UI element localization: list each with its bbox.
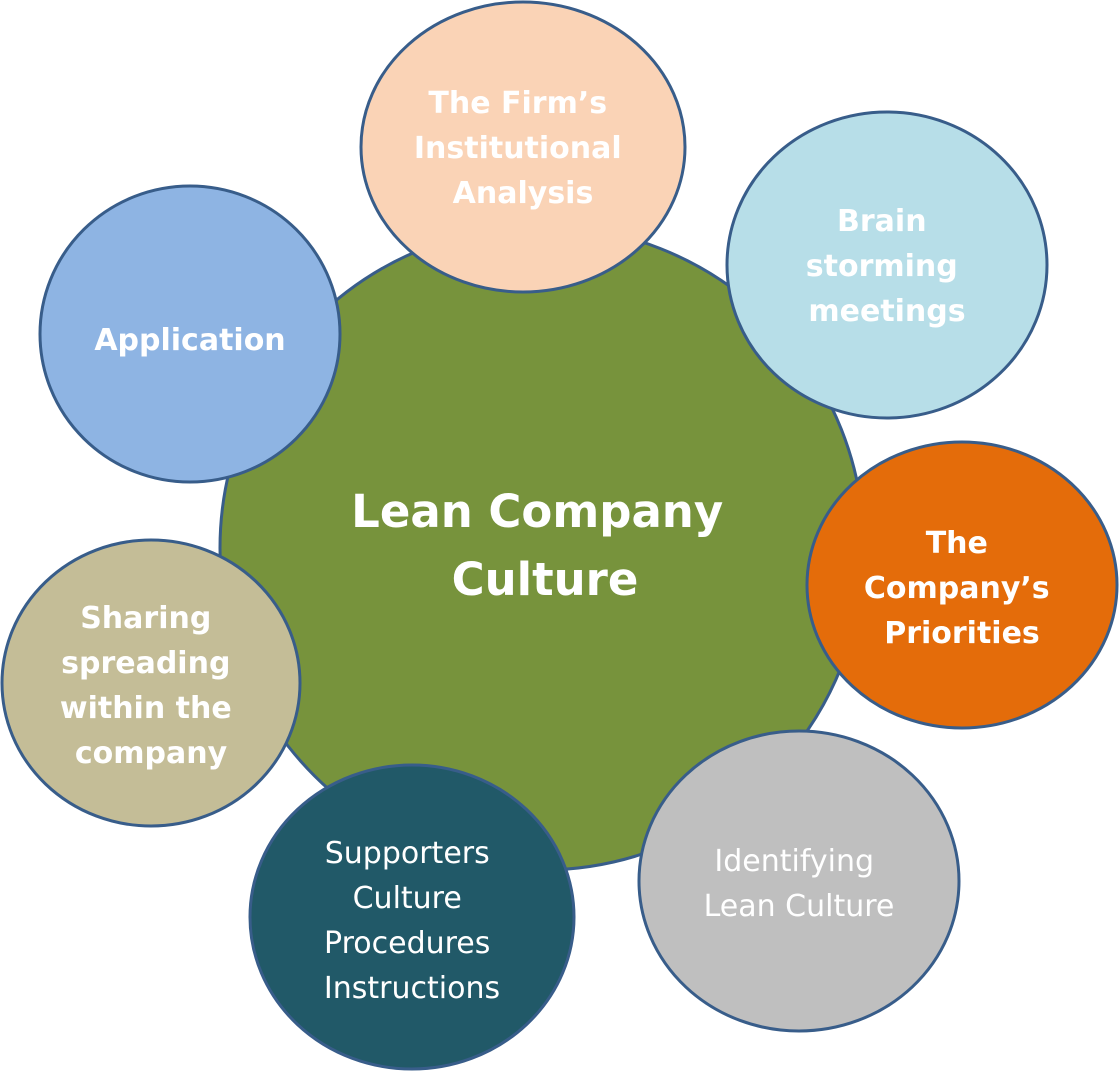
center-label-line-2: Culture	[452, 553, 639, 606]
firm-analysis-label: The Firm’s Institutional Analysis	[414, 86, 632, 211]
supporters-circle	[248, 763, 576, 1071]
supporters-line-3: Procedures	[324, 926, 490, 961]
node-brainstorming: Brain storming meetings	[725, 110, 1049, 420]
brainstorming-line-1: Brain	[837, 204, 927, 239]
node-sharing: Sharing spreading within the company	[0, 538, 302, 828]
brainstorming-label: Brain storming meetings	[806, 204, 968, 329]
sharing-circle	[0, 538, 302, 828]
application-circle	[38, 184, 342, 484]
priorities-line-2: Company’s	[864, 571, 1050, 606]
priorities-line-1: The	[926, 526, 988, 561]
identifying-circle	[637, 729, 961, 1033]
center-node: Lean Company Culture	[218, 224, 866, 872]
application-line-1: Application	[94, 323, 285, 358]
center-label-line-1: Lean Company	[351, 485, 723, 538]
firm-analysis-circle	[359, 0, 687, 294]
identifying-line-1: Identifying	[714, 844, 874, 879]
brainstorming-circle	[725, 110, 1049, 420]
node-supporters: Supporters Culture Procedures Instructio…	[248, 763, 576, 1071]
supporters-line-2: Culture	[353, 881, 462, 916]
firm-analysis-line-3: Analysis	[453, 176, 594, 211]
sharing-line-3: within the	[60, 691, 232, 726]
supporters-label: Supporters Culture Procedures Instructio…	[324, 836, 500, 1006]
application-label: Application	[94, 323, 285, 358]
sharing-line-4: company	[75, 736, 228, 771]
priorities-circle	[805, 440, 1119, 730]
supporters-line-1: Supporters	[325, 836, 490, 871]
node-identifying: Identifying Lean Culture	[637, 729, 961, 1033]
priorities-line-3: Priorities	[884, 616, 1040, 651]
node-firm-analysis: The Firm’s Institutional Analysis	[359, 0, 687, 294]
firm-analysis-line-1: The Firm’s	[428, 86, 607, 121]
firm-analysis-line-2: Institutional	[414, 131, 622, 166]
node-priorities: The Company’s Priorities	[805, 440, 1119, 730]
center-label: Lean Company Culture	[351, 485, 739, 606]
sharing-label: Sharing spreading within the company	[60, 601, 242, 771]
identifying-line-2: Lean Culture	[704, 889, 895, 924]
node-application: Application	[38, 184, 342, 484]
sharing-line-1: Sharing	[80, 601, 211, 636]
brainstorming-line-3: meetings	[808, 294, 965, 329]
sharing-line-2: spreading	[61, 646, 230, 681]
identifying-label: Identifying Lean Culture	[704, 844, 895, 924]
priorities-label: The Company’s Priorities	[864, 526, 1060, 651]
brainstorming-line-2: storming	[806, 249, 958, 284]
supporters-line-4: Instructions	[324, 971, 500, 1006]
